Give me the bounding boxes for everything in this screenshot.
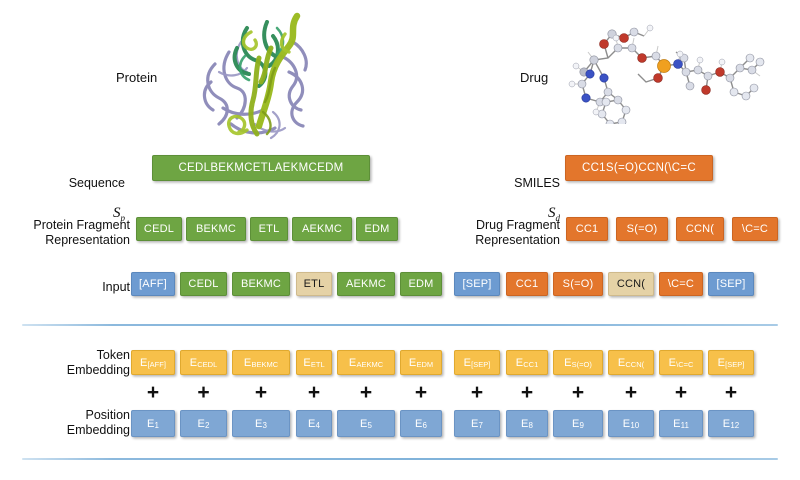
input-token-drug: \C=C xyxy=(659,272,703,296)
divider-top xyxy=(22,324,778,326)
input-token-special: [SEP] xyxy=(454,272,500,296)
token-embedding-chip: E\C=C xyxy=(659,350,703,375)
protein-sequence-chip: CEDLBEKMCETLAEKMCEDM xyxy=(152,155,370,181)
plus-operator: + xyxy=(254,381,268,404)
token-embedding-row-label: Token Embedding xyxy=(66,348,130,377)
sequence-symbol: Sp xyxy=(113,205,125,224)
plus-operator: + xyxy=(520,381,534,404)
protein-ribbon-image xyxy=(202,12,308,140)
plus-operator: + xyxy=(571,381,585,404)
plus-operator: + xyxy=(197,381,210,404)
input-token-masked: CCN( xyxy=(608,272,654,296)
protein-fragment-row-label: Protein Fragment Representation xyxy=(33,218,130,247)
plus-operator: + xyxy=(146,381,160,404)
input-token-special: [AFF] xyxy=(131,272,175,296)
drug-smiles-chip: CC1S(=O)CCN(\C=C xyxy=(565,155,713,181)
input-token-masked: ETL xyxy=(296,272,332,296)
input-row-label: Input xyxy=(102,280,130,294)
divider-bottom xyxy=(22,458,778,460)
plus-operator: + xyxy=(724,381,738,404)
protein-fragment-chip: CEDL xyxy=(136,217,182,241)
sequence-row-label: Sequence Sp xyxy=(10,161,125,241)
drug-fragment-chip: S(=O) xyxy=(616,217,668,241)
plus-operator: + xyxy=(359,381,373,404)
input-token-protein: EDM xyxy=(400,272,442,296)
plus-operator: + xyxy=(624,381,638,404)
protein-fragment-chip: ETL xyxy=(250,217,288,241)
token-embedding-chip: E[SEP] xyxy=(708,350,754,375)
token-embedding-chip: E[AFF] xyxy=(131,350,175,375)
smiles-label-text: SMILES xyxy=(514,176,560,190)
drug-molecule-image xyxy=(568,24,765,124)
drug-fragment-chip: CC1 xyxy=(566,217,608,241)
input-token-special: [SEP] xyxy=(708,272,754,296)
drug-caption: Drug xyxy=(520,70,549,85)
token-embedding-chip: E[SEP] xyxy=(454,350,500,375)
smiles-symbol: Sd xyxy=(548,205,560,224)
smiles-row-label: SMILES Sd xyxy=(400,161,560,241)
plus-operator: + xyxy=(307,381,321,404)
drug-fragment-chip: CCN( xyxy=(676,217,724,241)
plus-operator: + xyxy=(674,381,688,404)
plus-operator: + xyxy=(470,381,484,404)
input-token-drug: CC1 xyxy=(506,272,548,296)
protein-fragment-chip: AEKMC xyxy=(292,217,352,241)
input-token-protein: CEDL xyxy=(180,272,227,296)
position-embedding-row-label: Position Embedding xyxy=(66,408,130,437)
drug-fragment-chip: \C=C xyxy=(732,217,778,241)
plus-operator: + xyxy=(414,381,428,404)
protein-fragment-chip: BEKMC xyxy=(186,217,246,241)
sequence-label-text: Sequence xyxy=(68,176,125,190)
protein-fragment-chip: EDM xyxy=(356,217,398,241)
input-token-protein: BEKMC xyxy=(232,272,290,296)
input-token-drug: S(=O) xyxy=(553,272,603,296)
protein-caption: Protein xyxy=(116,70,158,85)
input-token-protein: AEKMC xyxy=(337,272,395,296)
drug-fragment-row-label: Drug Fragment Representation xyxy=(475,218,560,247)
